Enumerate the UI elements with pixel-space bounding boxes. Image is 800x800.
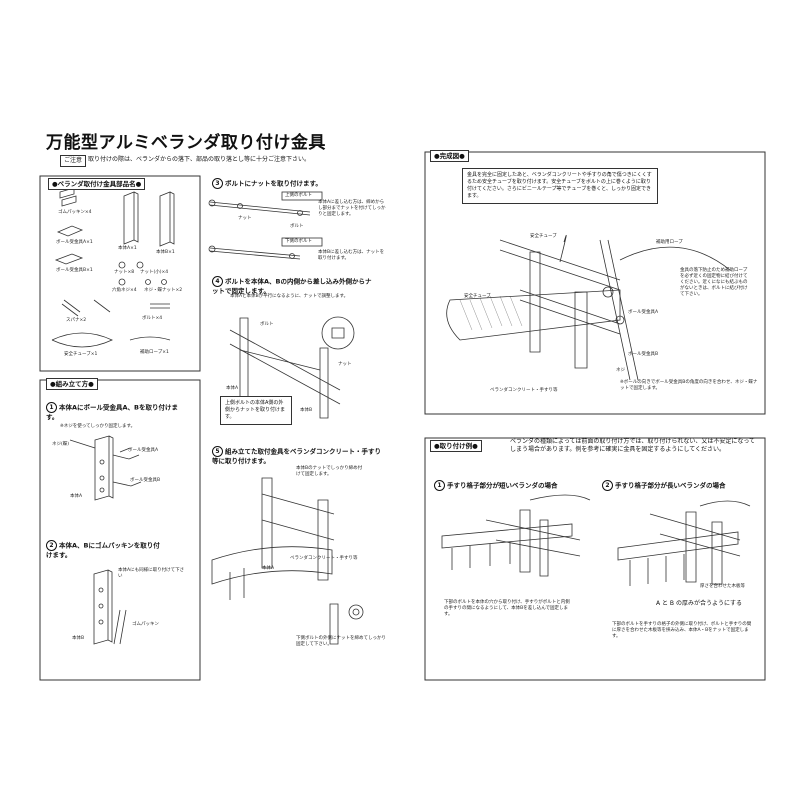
step2-label: 本体B (72, 636, 85, 641)
step1-note: ※ネジを使ってしっかり固定します。 (60, 424, 136, 429)
step2-note: 本体Aにも同様に取り付けて下さい (118, 568, 185, 579)
step5-label: ベランダコンクリート・手すり等 (290, 556, 358, 561)
step3-note: 本体Aに差し込む方は、締めからし部分までナットを付けてしっかりと固定します。 (318, 200, 386, 217)
part-label: ネジ・蝶ナット×2 (144, 288, 183, 293)
step1-label: ネジ(蝶) (52, 442, 70, 447)
examples-heading: ●取り付け例● (430, 440, 482, 452)
step4-label: ボルト (260, 322, 274, 327)
part-label: スパナ×2 (66, 318, 87, 323)
complete-label: 補助用ロープ (656, 240, 683, 245)
part-label: 補助ロープ×1 (140, 350, 169, 355)
step1-label: ボール受金具A (128, 448, 159, 453)
step3-label: 上側のボルト (285, 193, 312, 198)
part-label: 本体A×1 (118, 246, 137, 251)
caution-tag: ご注意 (60, 155, 86, 167)
examples-intro: ベランダの種類によっては前面の取り付け方では、取り付けられない、又は不安定になっ… (510, 438, 756, 453)
step3-note: 本体Bに差し込む方は、ナットを取り付けます。 (318, 250, 385, 261)
part-label: ボルト×4 (142, 316, 163, 321)
step4-callout: 上側ボルトの本体A側の外側からナットを取り付けます。 (220, 396, 292, 425)
ex2-label: A と B の厚みが合うようにする (656, 600, 743, 607)
complete-note1: 金具を完全に固定したあと、ベランダコンクリートや手すりの角で傷つきにくくするため… (462, 168, 658, 204)
step5-callout: 下側ボルトの外側にナットを締めてしっかり固定して下さい。 (296, 636, 386, 647)
step3-label: 下側のボルト (285, 239, 312, 244)
parts-heading: ●ベランダ取付け金具部品名● (48, 178, 146, 190)
step5-note: 本体Bのナットでしっかり締め付けて固定します。 (296, 466, 363, 477)
assembly-heading: ●組み立て方● (46, 378, 98, 390)
page-title: 万能型アルミベランダ取り付け金具 (46, 133, 326, 153)
complete-label: ベランダコンクリート・手すり等 (490, 388, 558, 393)
step1-label: ボール受金具B (130, 478, 161, 483)
step3-label: ボルト (290, 224, 304, 229)
step4-label: 本体A (226, 386, 239, 391)
part-label: 六角ネジ×4 (112, 288, 137, 293)
complete-note3: ※ボールの向きでボール受金具Bの角度の向きを合わせ、ネジ・蝶ナットで固定します。 (620, 380, 758, 391)
complete-label: ボール受金具B (628, 352, 659, 357)
step5-label: 本体A (262, 566, 275, 571)
step4-label: 本体B (300, 408, 313, 413)
step3-label: ナット (238, 216, 252, 221)
complete-label: ボール受金具A (628, 310, 659, 315)
complete-label: ネジ (616, 368, 625, 373)
ex2-label: 厚さを合わせた木板等 (700, 584, 745, 589)
step4-note: 本体Aと本体Bが平行になるように、ナットで調整します。 (230, 294, 349, 299)
ex1-note: 下部のボルトを本体の穴から取り付け、手すりがボルトと内側の手すりの間になるように… (444, 600, 570, 617)
step1-label: 本体A (70, 494, 83, 499)
part-label: ナット×8 (114, 270, 135, 275)
step2-label: ゴムパッキン (132, 622, 159, 627)
caution-text: 取り付けの際は、ベランダからの落下、部品の取り落とし等に十分ご注意下さい。 (88, 156, 311, 163)
complete-label: 安全チューブ (530, 234, 557, 239)
part-label: ゴムパッキン×4 (58, 210, 92, 215)
part-label: ボール受金具A×1 (56, 240, 93, 245)
part-label: 安全チューブ×1 (64, 352, 98, 357)
step4-label: ナット (338, 362, 352, 367)
complete-note2: 金具の落下防止のため補助ロープを必ず近くの固定物に結び付けてください。近くになに… (680, 268, 748, 297)
part-label: 本体B×1 (156, 250, 175, 255)
part-label: ナット(小)×4 (140, 270, 169, 275)
ex2-note: 下部のボルトを手すりの格子の外側に取り付け、ボルトと手すりの間に厚さを合わせた木… (612, 622, 752, 639)
complete-label: 安全チューブ (464, 294, 491, 299)
part-label: ボール受金具B×1 (56, 268, 93, 273)
complete-heading: ●完成図● (430, 150, 469, 162)
